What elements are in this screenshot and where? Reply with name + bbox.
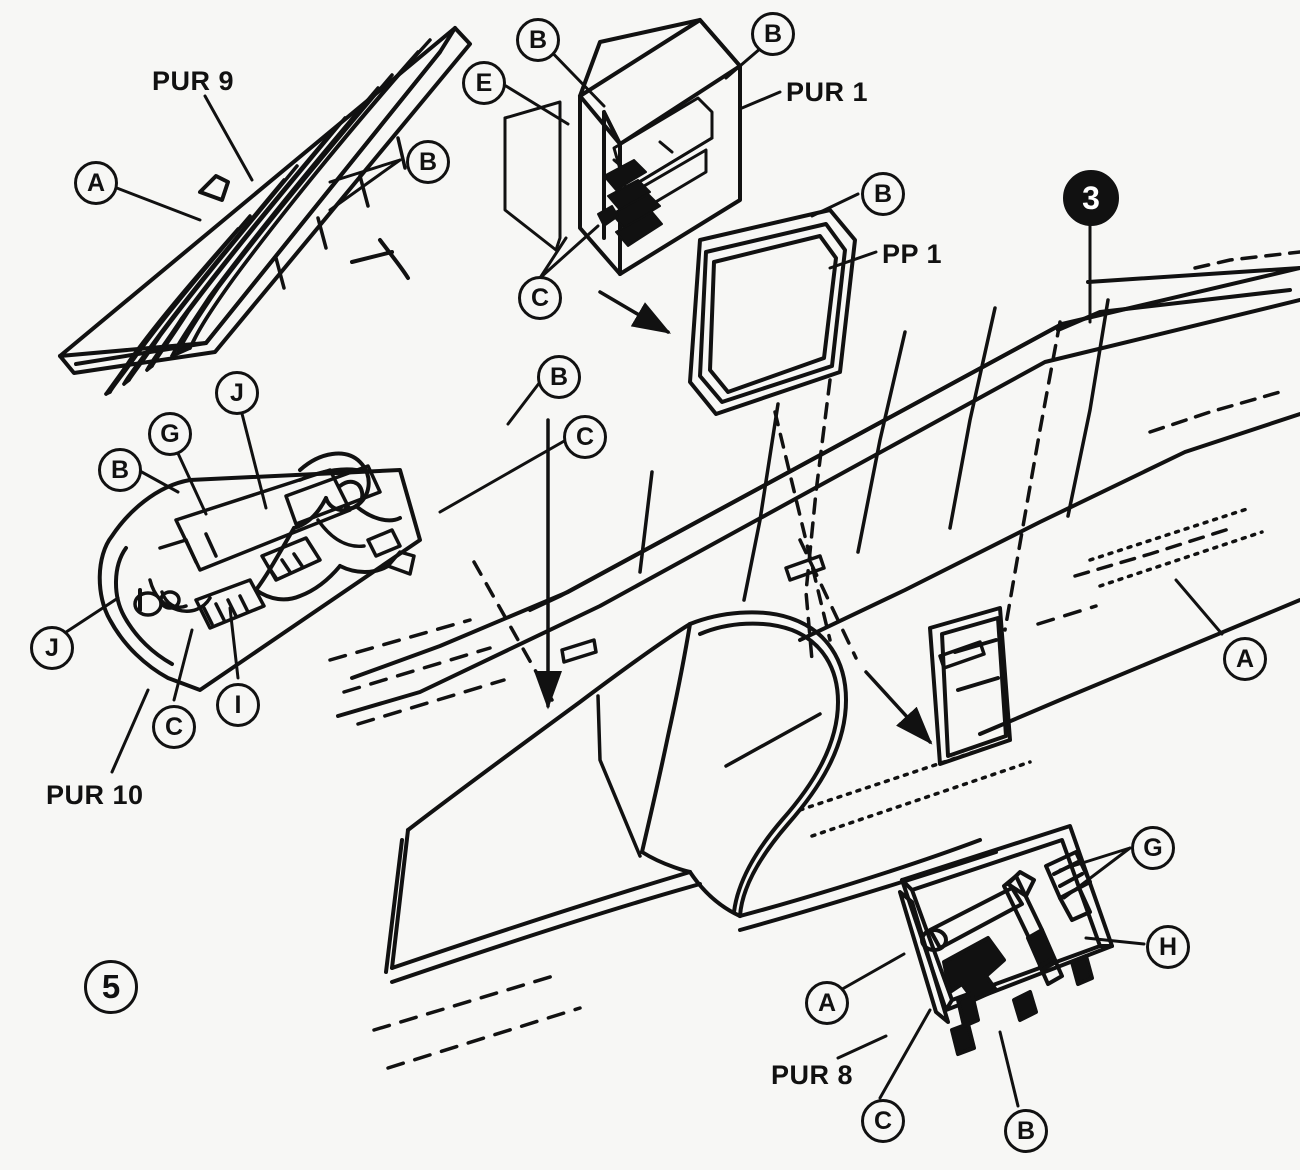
pur10-housing [97, 468, 422, 692]
callout-j-pur10-top: J [215, 371, 259, 415]
pp1-to-body-dash [773, 410, 832, 642]
callout-j-pur10-left: J [30, 626, 74, 670]
callout-c-pur10: C [152, 705, 196, 749]
pur8-misc-marks [1012, 954, 1094, 1022]
pur9-end-cap [198, 174, 410, 280]
callout-b-top-1: B [516, 18, 560, 62]
install-arrow-right [864, 670, 933, 745]
callout-b-pp1: B [861, 172, 905, 216]
pur9-ribs [104, 38, 432, 396]
seat-inner-lines [596, 694, 822, 858]
pur10-wire-loop [254, 451, 402, 602]
callout-b-pur10: B [98, 448, 142, 492]
callout-b-pur8: B [1004, 1109, 1048, 1153]
pur10-internal [133, 464, 382, 630]
callout-b-mid: B [537, 355, 581, 399]
callout-h-pur8: H [1146, 925, 1190, 969]
part-label-pur-8: PUR 8 [771, 1060, 854, 1090]
pur10-pin-end [366, 528, 416, 576]
seat-assembly [384, 610, 998, 984]
part-label-pp-1: PP 1 [882, 239, 943, 269]
callout-b-pur9: B [406, 140, 450, 184]
pp1-gasket [688, 208, 857, 416]
callout-a-right: A [1223, 637, 1267, 681]
callout-e-pur1: E [462, 61, 506, 105]
pur1-wireframe [503, 100, 562, 252]
callout-c-mid: C [563, 415, 607, 459]
part-label-pur-9: PUR 9 [152, 66, 235, 96]
body-skin-main [336, 266, 1300, 736]
body-dashed-structure [804, 250, 1300, 662]
step-marker-3: 3 [1063, 170, 1119, 226]
body-door-panel [928, 606, 1012, 766]
callout-c-pur8: C [861, 1099, 905, 1143]
callout-g-pur8: G [1131, 826, 1175, 870]
pur9-rib-ends [104, 136, 407, 396]
pur1-terminals [597, 159, 663, 247]
reference-dashed-lines [328, 604, 1098, 1070]
pur8-panel [898, 824, 1114, 1024]
callout-i-pur10: I [216, 683, 260, 727]
pur8-clip [942, 936, 1006, 1056]
step-marker-5: 5 [84, 960, 138, 1014]
assembly-arrow-pur1 [598, 290, 672, 334]
part-label-pur-1: PUR 1 [786, 77, 869, 107]
callout-a-pur9: A [74, 161, 118, 205]
rivet-seams [798, 506, 1264, 838]
callout-a-pur8: A [805, 981, 849, 1025]
callout-c-pur1: C [518, 276, 562, 320]
body-panel-lines [638, 298, 1110, 602]
callout-b-top-2: B [751, 12, 795, 56]
pur8-plunger [1002, 874, 1064, 986]
callout-g-pur10: G [148, 412, 192, 456]
part-label-pur-10: PUR 10 [46, 780, 144, 810]
